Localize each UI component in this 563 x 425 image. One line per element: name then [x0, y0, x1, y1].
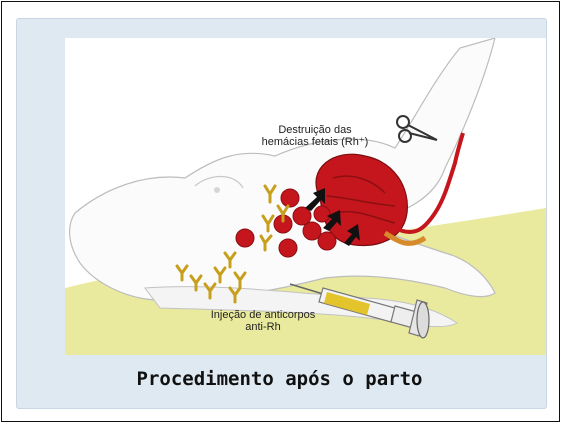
figure-caption: Procedimento após o parto	[14, 368, 545, 390]
injection-label: Injeção de anticorpos anti-Rh	[178, 309, 348, 333]
body-detail	[214, 187, 220, 193]
rh-procedure-illustration	[65, 38, 546, 355]
red-blood-cell-icon	[314, 206, 330, 222]
destruction-label-line1: Destruição das	[240, 124, 390, 136]
mother-body	[70, 38, 495, 301]
red-blood-cell-icon	[236, 229, 254, 247]
illustration-svg	[65, 38, 546, 355]
destruction-label-line2: hemácias fetais (Rh⁺)	[240, 136, 390, 148]
red-blood-cell-icon	[279, 239, 297, 257]
injection-label-line1: Injeção de anticorpos	[178, 309, 348, 321]
red-blood-cell-icon	[318, 232, 336, 250]
destruction-label: Destruição das hemácias fetais (Rh⁺)	[240, 124, 390, 148]
injection-label-line2: anti-Rh	[178, 321, 348, 333]
red-blood-cell-icon	[281, 189, 299, 207]
